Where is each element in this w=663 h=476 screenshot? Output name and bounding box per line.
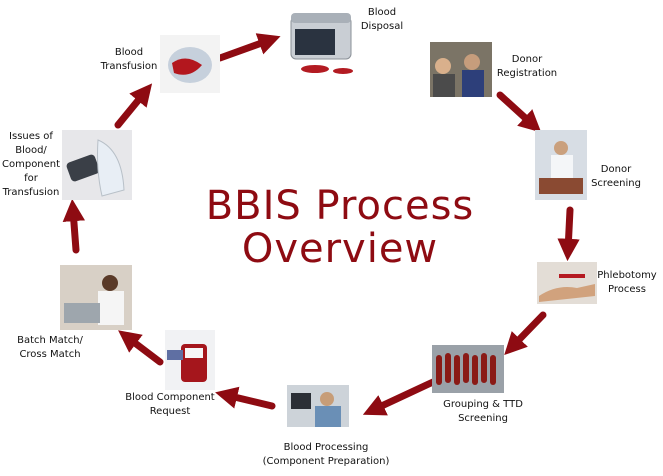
fridge-icon [285, 5, 365, 80]
diagram-title-line2: Overview [241, 226, 439, 272]
diagram-title-line1: BBIS Process [205, 183, 475, 229]
scanner-icon [62, 130, 132, 200]
lab-worker-icon [287, 385, 349, 427]
step-label-batch-cross-match: Batch Match/Cross Match [17, 335, 83, 360]
arrow-transfusion-to-disposal [216, 33, 281, 62]
arrow-request-to-batchmatch [118, 330, 164, 366]
arrow-batchmatch-to-issues [62, 198, 86, 254]
blood-draw-icon [537, 262, 597, 304]
arrow-registration-to-screening [496, 91, 542, 133]
transfusion-icon [160, 35, 220, 93]
registration-desk-icon [430, 42, 492, 97]
arrow-issues-to-transfusion [114, 83, 153, 129]
lab-technician-icon [60, 265, 132, 330]
test-tubes-icon [432, 345, 504, 393]
blood-bag-icon [165, 330, 215, 390]
step-label-blood-processing: Blood Processing(Component Preparation) [262, 442, 390, 467]
arrow-grouping-to-processing [362, 378, 437, 416]
arrow-phlebotomy-to-grouping [504, 311, 547, 356]
arrow-processing-to-request [215, 386, 276, 410]
lab-screening-icon [535, 130, 587, 200]
arrow-screening-to-phlebotomy [557, 206, 580, 262]
